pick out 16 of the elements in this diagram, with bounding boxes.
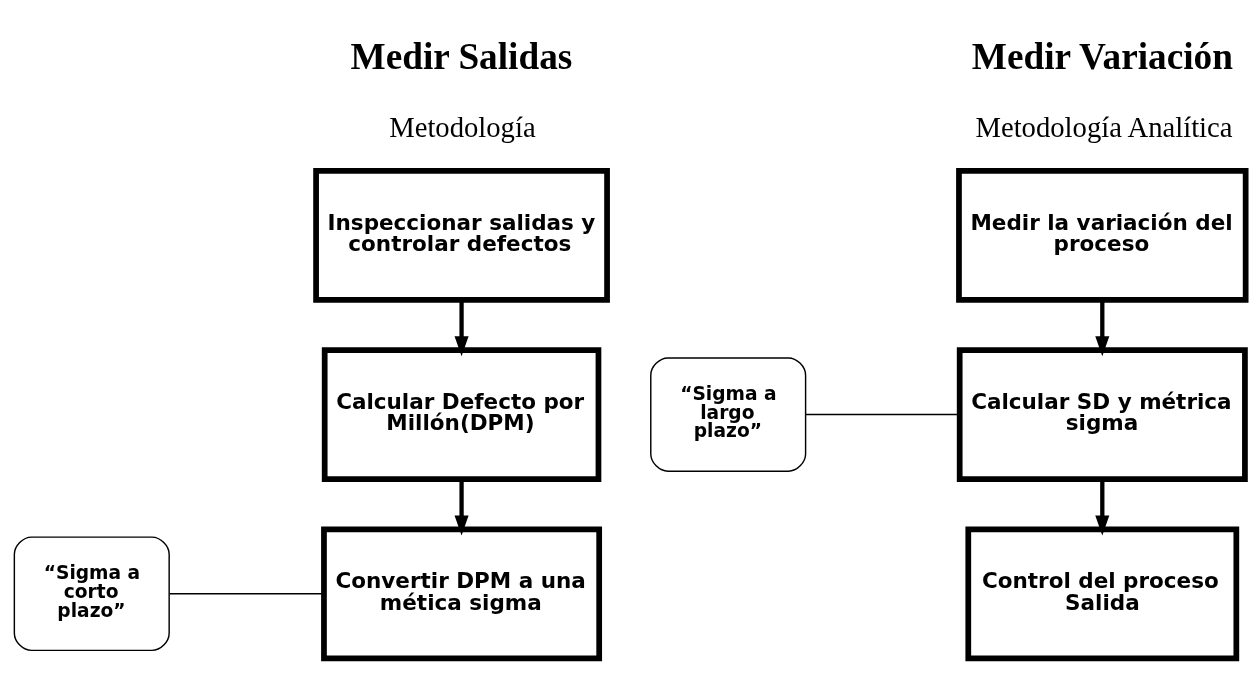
node-box: Inspeccionar salidas y controlar defectos — [313, 167, 610, 303]
label: Metodología Analítica — [975, 110, 1233, 143]
connector — [168, 592, 325, 594]
label: Medir Salidas — [350, 35, 573, 77]
node-box: Calcular Defecto por Millón(DPM) — [321, 346, 602, 482]
node-box: “Sigma a corto plazo” — [13, 535, 170, 651]
arrow — [454, 299, 469, 356]
node-box: Medir la variación del proceso — [956, 167, 1249, 303]
label: Metodología — [389, 110, 536, 143]
label: Medir Variación — [971, 35, 1233, 77]
arrow — [1095, 299, 1110, 356]
node-box: Control del proceso Salida — [965, 525, 1240, 661]
node-box: “Sigma a largo plazo” — [650, 356, 807, 472]
connector — [804, 413, 960, 415]
node-box: Calcular SD y métrica sigma — [956, 346, 1248, 482]
node-box: Convertir DPM a una mética sigma — [321, 525, 603, 661]
